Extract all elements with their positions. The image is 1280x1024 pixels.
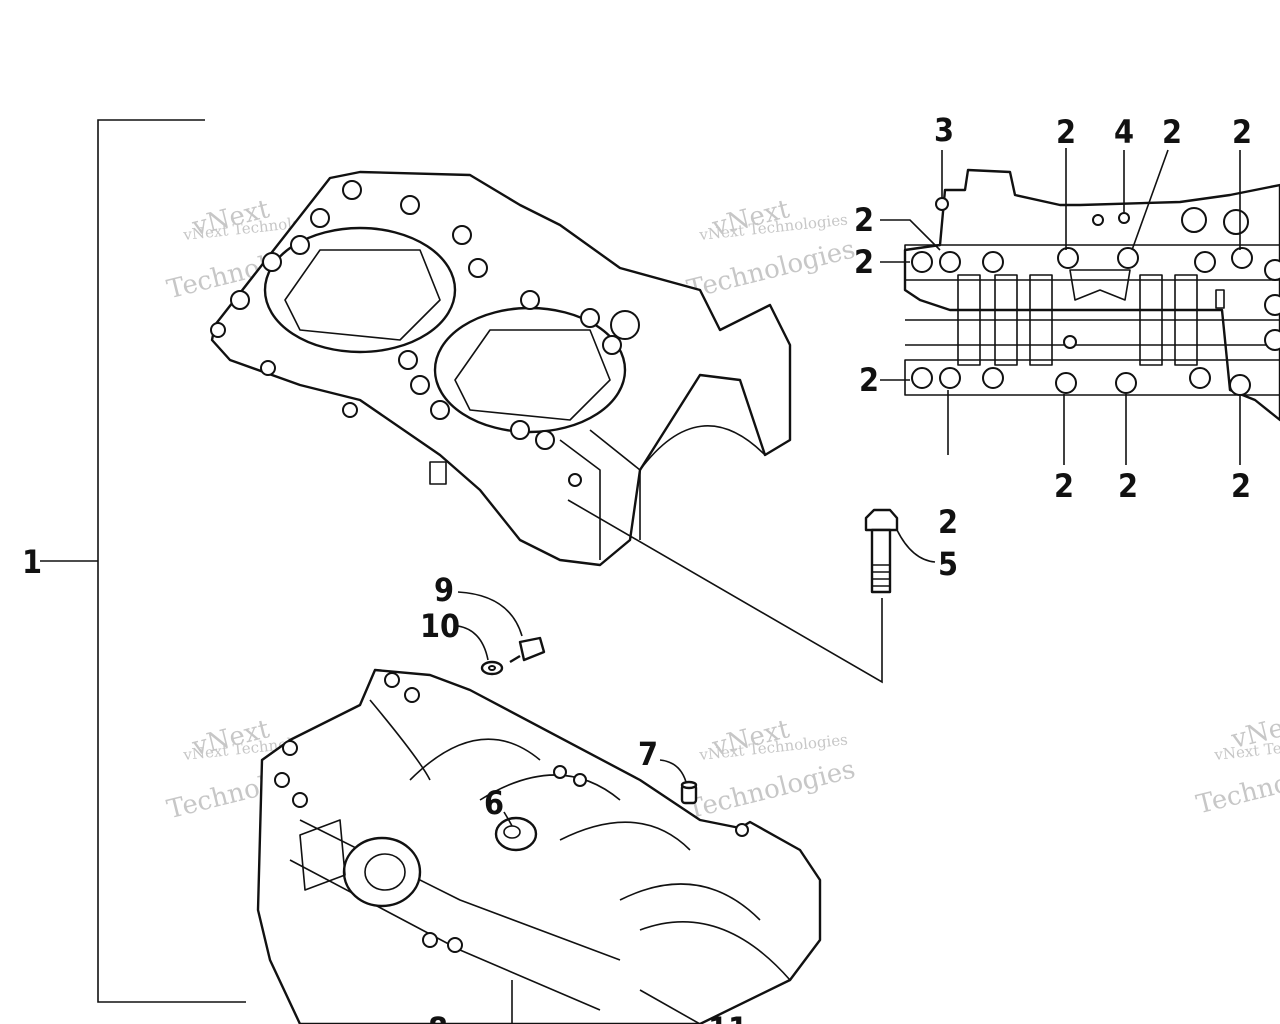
- callout-5: 5: [938, 545, 958, 583]
- callout-2: 2: [854, 201, 874, 239]
- callout-11: 11: [708, 1010, 748, 1024]
- crankcase-bolt: [567, 499, 936, 684]
- assembly-bracket: [40, 119, 246, 1003]
- callout-2: 2: [1118, 467, 1138, 505]
- callout-2: 2: [854, 243, 874, 281]
- callout-2: 2: [1162, 113, 1182, 151]
- detail-leader-lines: [880, 148, 1241, 465]
- watermark-technologies: Technologies: [684, 755, 858, 826]
- callout-2: 2: [938, 503, 958, 541]
- callout-10: 10: [420, 607, 460, 645]
- callout-labels: 1 3 2 4 2 2 2 2 2 2 2 2 2 5 9 10 7 6 8 1…: [22, 111, 1252, 1024]
- callout-2: 2: [1056, 113, 1076, 151]
- callout-4: 4: [1114, 113, 1134, 151]
- callout-1: 1: [22, 543, 42, 581]
- callout-8: 8: [428, 1010, 448, 1024]
- callout-2: 2: [859, 361, 879, 399]
- callout-2: 2: [1231, 467, 1251, 505]
- upper-case-detail-view: [903, 168, 1280, 422]
- callout-9: 9: [434, 571, 454, 609]
- lower-crankcase: [256, 668, 822, 1024]
- callout-3: 3: [934, 111, 954, 149]
- callout-7: 7: [638, 735, 658, 773]
- watermark-technologies: Technologies: [684, 235, 858, 306]
- upper-crankcase: [210, 170, 792, 567]
- callout-2: 2: [1232, 113, 1252, 151]
- callout-2: 2: [1054, 467, 1074, 505]
- callout-6: 6: [484, 784, 504, 822]
- screw-and-washer: [457, 591, 546, 676]
